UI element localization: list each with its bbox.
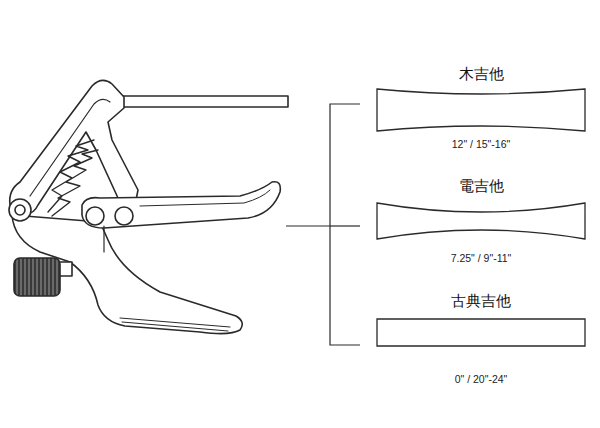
fretboard-profile [376, 202, 586, 240]
guitar-type: 電吉他 [459, 177, 504, 195]
bracket [330, 104, 360, 345]
radius-label: 0" / 20"-24" [455, 373, 508, 386]
capo-pad-bar [118, 96, 288, 107]
fretboard-node: 木吉他 12" / 15"-16" [372, 65, 590, 151]
capo-arm-inner-line [30, 99, 110, 196]
fretboard-profile [376, 318, 586, 347]
capo-lower-handle [12, 215, 242, 334]
fretboard-outline [377, 203, 585, 239]
fretboard-outline [377, 89, 585, 131]
radius-label: 7.25" / 9"-11" [451, 252, 512, 265]
bracket-stem [286, 225, 330, 226]
fretboard-node: 電吉他 7.25" / 9"-11" [372, 177, 590, 265]
guitar-type: 古典吉他 [451, 292, 511, 310]
capo-lever-inner-line [140, 190, 270, 206]
fretboard-node: 古典吉他 0" / 20"-24" [372, 292, 590, 386]
capo-grip-ridges [120, 318, 230, 331]
capo-upper-arm [10, 80, 138, 213]
capo-thumbscrew-knob [14, 258, 60, 296]
fretboard-profile [376, 88, 586, 132]
capo-rivet [115, 207, 133, 225]
fretboard-outline [377, 319, 585, 346]
capo-pivot-inner [15, 205, 25, 215]
capo-rivet [86, 207, 104, 225]
capo-trigger-lever [82, 182, 280, 228]
radius-label: 12" / 15"-16" [452, 138, 510, 151]
capo-pivot [9, 199, 31, 221]
capo-spring [48, 140, 98, 216]
bracket-tick [330, 225, 360, 226]
capo-rod [103, 226, 104, 252]
guitar-type: 木吉他 [459, 65, 504, 83]
